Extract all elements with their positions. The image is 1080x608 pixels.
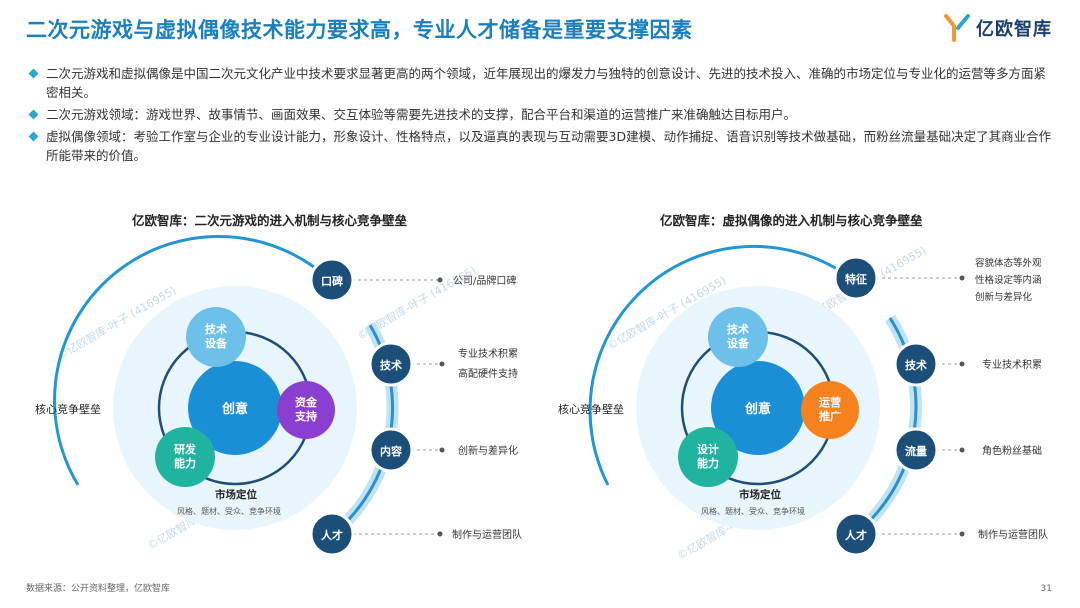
inner-top-line2: 设备 [205, 336, 228, 350]
inner-top-line1: 技术 [205, 322, 227, 336]
bullet-list: 二次元游戏和虚拟偶像是中国二次元文化产业中技术要求显著更高的两个领域，近年展现出… [28, 64, 1058, 168]
diamond-bullet-icon [28, 109, 39, 120]
inner-right-line1: 运营 [819, 395, 841, 409]
node-desc: 角色粉丝基础 [982, 444, 1042, 457]
center-circle [711, 361, 805, 455]
node-desc: 容貌体态等外观 [975, 257, 1042, 269]
page-number: 31 [1040, 584, 1052, 594]
inner-left-line1: 设计 [697, 442, 719, 456]
brand-logo-text: 亿欧智库 [976, 19, 1052, 40]
node-label: 口碑 [321, 274, 343, 288]
node-desc: 创新与差异化 [458, 444, 518, 457]
node-desc: 高配硬件支持 [458, 367, 518, 380]
funding-support-circle [277, 381, 335, 439]
node-2: 技术 专业技术积累 [893, 341, 1042, 387]
rd-ability-circle [155, 427, 215, 487]
tech-equipment-circle [708, 307, 768, 367]
bullet-text: 二次元游戏和虚拟偶像是中国二次元文化产业中技术要求显著更高的两个领域，近年展现出… [46, 66, 1047, 100]
brand-logo-icon [944, 14, 970, 42]
node-desc: 制作与运营团队 [452, 528, 522, 541]
node-label: 人才 [321, 528, 343, 542]
node-4: 人才 制作与运营团队 [309, 511, 522, 557]
node-label: 人才 [845, 528, 867, 542]
market-label: 市场定位 [215, 488, 257, 501]
node-3: 流量 角色粉丝基础 [893, 427, 1042, 473]
inner-top-line2: 设备 [727, 336, 750, 350]
inner-right-line2: 支持 [294, 409, 317, 423]
bullet-item: 虚拟偶像领域：考验工作室与企业的专业设计能力，形象设计、性格特点，以及逼真的表现… [28, 127, 1058, 165]
inner-left-line2: 能力 [697, 456, 719, 470]
data-source: 数据来源：公开资料整理，亿欧智库 [26, 584, 171, 594]
node-desc: 创新与差异化 [975, 291, 1033, 303]
node-label: 流量 [905, 444, 927, 458]
design-ability-circle [678, 427, 738, 487]
brand-logo: 亿欧智库 [944, 14, 1052, 42]
bullet-text: 二次元游戏领域：游戏世界、故事情节、画面效果、交互体验等需要先进技术的支撑，配合… [46, 107, 797, 122]
inner-right-line2: 推广 [819, 409, 841, 423]
inner-left-line1: 研发 [174, 442, 197, 456]
bullet-item: 二次元游戏和虚拟偶像是中国二次元文化产业中技术要求显著更高的两个领域，近年展现出… [28, 64, 1058, 102]
left-barrier-diagram: ©亿欧智库-叶子 (416955) ©亿欧智库-叶子 (416955) ©亿欧智… [35, 234, 522, 557]
center-label: 创意 [221, 401, 248, 417]
tech-equipment-circle [186, 307, 246, 367]
node-desc: 公司/品牌口碑 [453, 274, 516, 287]
barrier-label: 核心竞争壁垒 [558, 402, 624, 416]
operation-promotion-circle [801, 381, 859, 439]
market-sub: 风格、题材、受众、竞争环境 [177, 506, 281, 516]
node-label: 内容 [380, 444, 402, 458]
market-label: 市场定位 [739, 488, 781, 501]
diamond-bullet-icon [28, 131, 39, 142]
right-barrier-diagram: ©亿欧智库-叶子 (416955) ©亿欧智库-叶子 (416955) ©亿欧智… [558, 243, 1048, 563]
inner-top-line1: 技术 [727, 322, 749, 336]
inner-right-line1: 资金 [295, 395, 318, 409]
left-diagram-title: 亿欧智库：二次元游戏的进入机制与核心竞争壁垒 [132, 213, 408, 228]
barrier-label: 核心竞争壁垒 [35, 402, 101, 416]
inner-left-line2: 能力 [174, 456, 196, 470]
market-sub: 风格、题材、受众、竞争环境 [701, 506, 805, 516]
node-label: 技术 [380, 358, 402, 372]
node-desc: 专业技术积累 [458, 347, 518, 360]
node-4: 人才 制作与运营团队 [833, 511, 1048, 557]
outer-arc [588, 244, 849, 486]
page-title: 二次元游戏与虚拟偶像技术能力要求高，专业人才储备是重要支撑因素 [26, 18, 693, 42]
node-1: 口碑 公司/品牌口碑 [309, 257, 516, 303]
outer-arc [53, 234, 336, 486]
node-desc: 性格设定等内涵 [975, 274, 1042, 286]
node-label: 技术 [905, 358, 927, 372]
node-2: 技术 专业技术积累 高配硬件支持 [368, 341, 518, 387]
node-3: 内容 创新与差异化 [368, 427, 518, 473]
center-circle [188, 361, 282, 455]
bullet-text: 虚拟偶像领域：考验工作室与企业的专业设计能力，形象设计、性格特点，以及逼真的表现… [46, 129, 1052, 163]
diamond-bullet-icon [28, 68, 39, 79]
center-label: 创意 [744, 401, 771, 417]
right-diagram-title: 亿欧智库：虚拟偶像的进入机制与核心竞争壁垒 [660, 213, 923, 228]
node-label: 特征 [845, 272, 867, 286]
node-1: 特征 容貌体态等外观 性格设定等内涵 创新与差异化 [833, 255, 1042, 303]
bullet-item: 二次元游戏领域：游戏世界、故事情节、画面效果、交互体验等需要先进技术的支撑，配合… [28, 105, 1058, 124]
node-desc: 专业技术积累 [982, 358, 1042, 371]
node-desc: 制作与运营团队 [978, 528, 1048, 541]
